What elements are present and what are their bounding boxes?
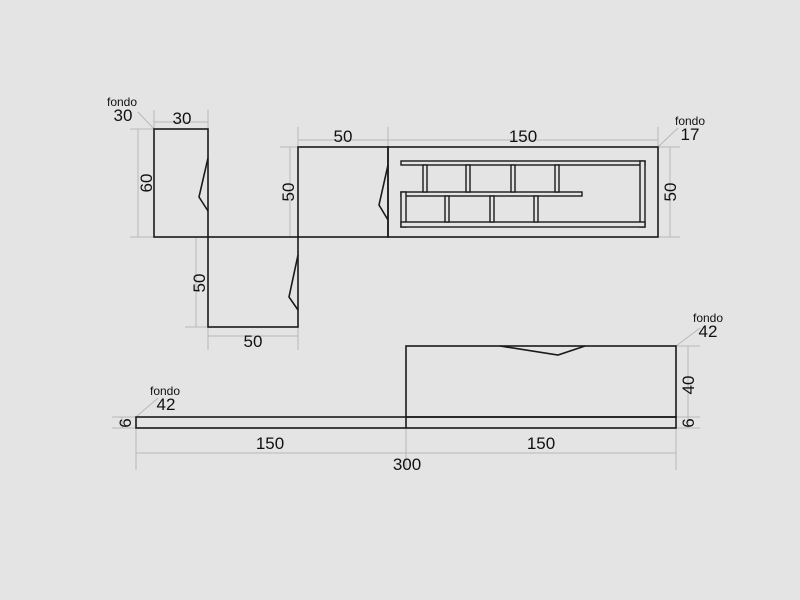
- width-label: 30: [173, 109, 192, 128]
- plinth-height-label: 6: [116, 418, 135, 427]
- height-label: 50: [661, 183, 680, 202]
- dimension-lines: [112, 110, 701, 470]
- width-label: 50: [244, 332, 263, 351]
- plinth: [135, 416, 677, 429]
- depth-value: 30: [114, 106, 133, 125]
- height-label: 40: [679, 376, 698, 395]
- depth-label: fondo: [150, 384, 180, 398]
- total-width-label: 300: [393, 455, 421, 474]
- width-label: 150: [509, 127, 537, 146]
- wall-unit-left: [153, 128, 209, 238]
- base-cabinet: [405, 345, 677, 418]
- height-label: 60: [137, 174, 156, 193]
- shelf-unit: [387, 146, 659, 238]
- depth-label: fondo: [693, 311, 723, 325]
- depth-label: fondo: [675, 114, 705, 128]
- depth-value: 42: [157, 395, 176, 414]
- depth-value: 42: [699, 322, 718, 341]
- width-label: 150: [256, 434, 284, 453]
- height-label: 50: [279, 183, 298, 202]
- depth-value: 17: [681, 125, 700, 144]
- width-label: 150: [527, 434, 555, 453]
- height-label: 50: [190, 274, 209, 293]
- plinth-height-label: 6: [679, 418, 698, 427]
- width-label: 50: [334, 127, 353, 146]
- depth-label: fondo: [107, 95, 137, 109]
- drawer-handle-icon: [499, 345, 586, 356]
- door-handle-icon: [378, 164, 389, 221]
- wall-unit-middle: [297, 146, 389, 238]
- door-handle-icon: [288, 254, 299, 311]
- wall-unit-lower: [207, 236, 299, 328]
- door-handle-icon: [198, 157, 209, 212]
